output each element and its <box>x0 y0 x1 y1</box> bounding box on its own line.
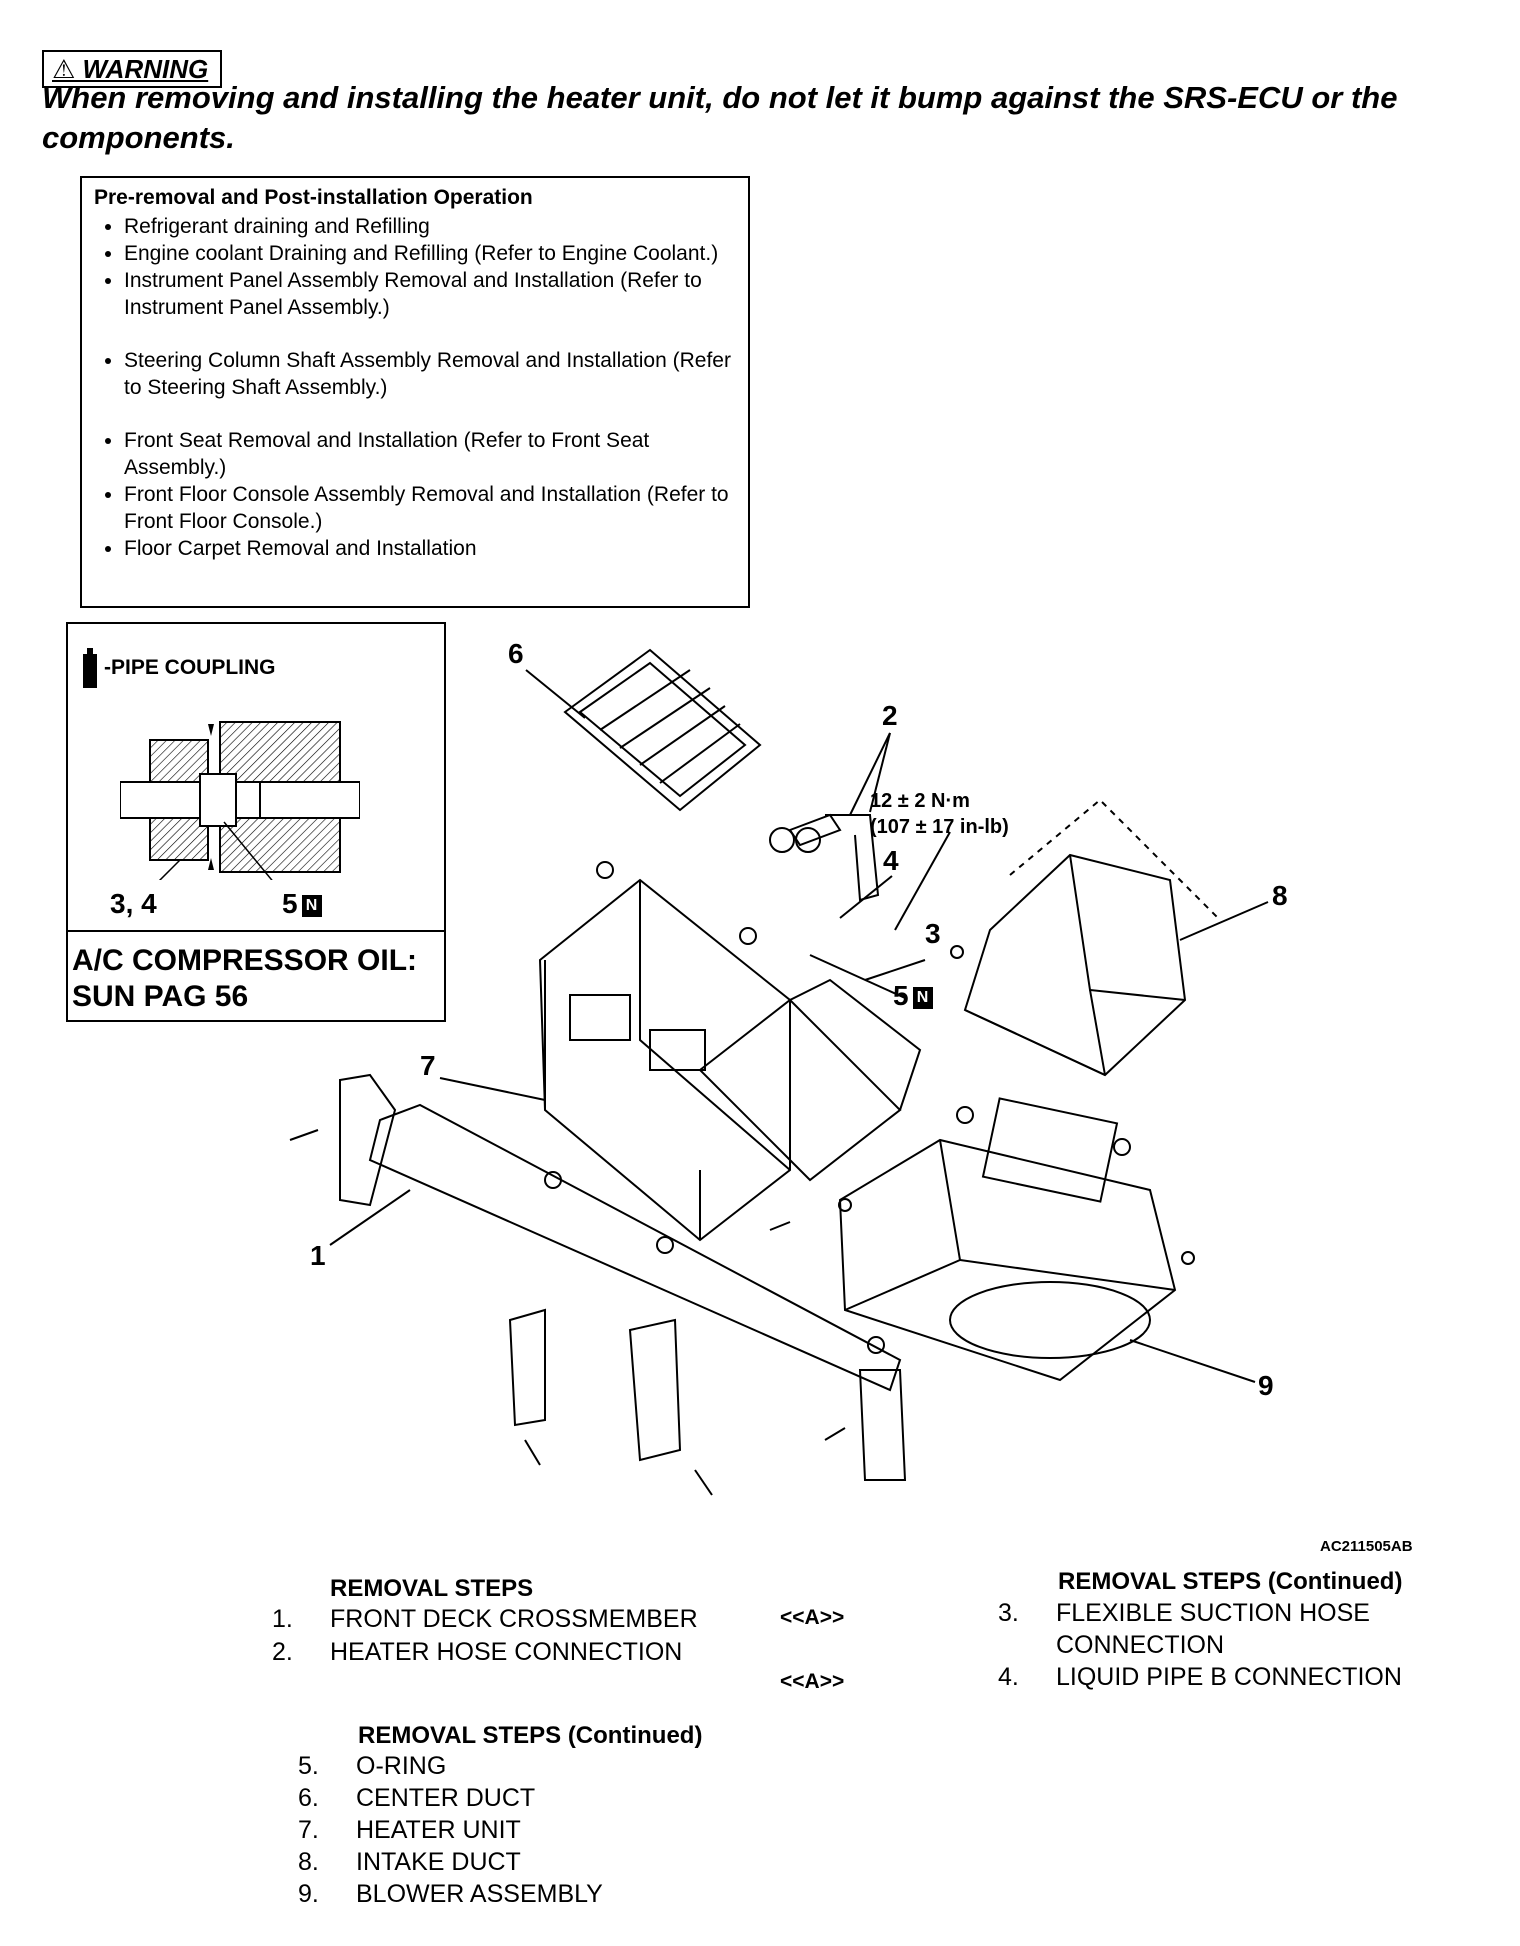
list-item: 4. LIQUID PIPE B CONNECTION <box>998 1661 1402 1693</box>
diagram-callout-7: 7 <box>420 1050 436 1081</box>
step-number: 7. <box>298 1816 319 1844</box>
step-label-continued: CONNECTION <box>1056 1631 1225 1659</box>
oil-spec-line1: A/C COMPRESSOR OIL: <box>72 944 418 977</box>
step-number: 6. <box>298 1784 319 1812</box>
list-item: 6. CENTER DUCT <box>298 1782 535 1814</box>
list-item: 2. HEATER HOSE CONNECTION <box>272 1636 682 1668</box>
list-item: 9. BLOWER ASSEMBLY <box>298 1878 603 1910</box>
warning-text: When removing and installing the heater … <box>42 80 1398 155</box>
step-label: INTAKE DUCT <box>356 1848 521 1876</box>
oil-spec-line2: SUN PAG 56 <box>72 980 249 1013</box>
list-item: Refrigerant draining and Refilling <box>124 213 736 240</box>
list-item: 7. HEATER UNIT <box>298 1814 521 1846</box>
diagram-callout-8: 8 <box>1272 880 1288 911</box>
diagram-callout-2: 2 <box>882 700 898 731</box>
step-label: O-RING <box>356 1752 447 1780</box>
step-number: 2. <box>272 1638 293 1666</box>
step-label: FRONT DECK CROSSMEMBER <box>330 1605 698 1633</box>
step-label: BLOWER ASSEMBLY <box>356 1880 603 1908</box>
removal-steps-continued-heading-2: REMOVAL STEPS (Continued) <box>358 1722 703 1749</box>
diagram-callout-3: 3 <box>925 918 941 949</box>
diagram-callout-9: 9 <box>1258 1370 1274 1401</box>
pre-removal-title: Pre-removal and Post-installation Operat… <box>94 186 533 209</box>
list-item: Front Floor Console Assembly Removal and… <box>124 481 736 535</box>
diagram-callout-4: 4 <box>883 845 899 876</box>
pipe-coupling-drawing <box>120 710 360 880</box>
step-ref-mark: <<A>> <box>780 1670 845 1693</box>
torque-spec-line2: (107 ± 17 in-lb) <box>870 816 1009 838</box>
removal-steps-heading: REMOVAL STEPS <box>330 1575 534 1602</box>
coupling-callout-3-4: 3, 4 <box>110 888 157 919</box>
step-label: HEATER HOSE CONNECTION <box>330 1638 683 1666</box>
pipe-coupling-inset <box>66 622 446 1022</box>
warning-label: ⚠ WARNING <box>42 50 223 88</box>
list-item: 1. FRONT DECK CROSSMEMBER <box>272 1603 698 1635</box>
step-label: FLEXIBLE SUCTION HOSE <box>1056 1599 1370 1627</box>
oil-can-icon <box>82 648 98 688</box>
step-number: 4. <box>998 1663 1019 1691</box>
coupling-divider <box>66 930 446 932</box>
n-mark-icon: N <box>912 986 933 1009</box>
step-number: 5. <box>298 1752 319 1780</box>
list-item: 5. O-RING <box>298 1750 446 1782</box>
figure-id: AC211505AB <box>1320 1538 1413 1555</box>
torque-spec-line1: 12 ± 2 N·m <box>870 790 970 812</box>
step-number: 3. <box>998 1599 1019 1627</box>
step-number: 1. <box>272 1605 293 1633</box>
pre-removal-box: Pre-removal and Post-installation Operat… <box>80 176 750 608</box>
pre-removal-list: Refrigerant draining and Refilling Engin… <box>94 213 736 562</box>
list-item: 3. FLEXIBLE SUCTION HOSE <box>998 1597 1370 1629</box>
step-number: 9. <box>298 1880 319 1908</box>
diagram-callout-1: 1 <box>310 1240 326 1271</box>
pipe-coupling-title: -PIPE COUPLING <box>104 656 276 679</box>
list-item: Engine coolant Draining and Refilling (R… <box>124 240 736 267</box>
n-mark-icon: N <box>301 894 322 917</box>
list-item: Floor Carpet Removal and Installation <box>124 535 736 562</box>
step-label: LIQUID PIPE B CONNECTION <box>1056 1663 1402 1691</box>
callout-number: 5 <box>893 980 909 1011</box>
list-item: Steering Column Shaft Assembly Removal a… <box>124 347 736 401</box>
list-item: Front Seat Removal and Installation (Ref… <box>124 427 736 481</box>
step-label: CENTER DUCT <box>356 1784 536 1812</box>
step-number: 8. <box>298 1848 319 1876</box>
list-item: Instrument Panel Assembly Removal and In… <box>124 267 736 321</box>
step-label: HEATER UNIT <box>356 1816 521 1844</box>
removal-steps-continued-heading: REMOVAL STEPS (Continued) <box>1058 1568 1403 1595</box>
diagram-callout-6: 6 <box>508 638 524 669</box>
step-ref-mark: <<A>> <box>780 1606 845 1629</box>
callout-number: 5 <box>282 888 298 919</box>
list-item: 8. INTAKE DUCT <box>298 1846 521 1878</box>
